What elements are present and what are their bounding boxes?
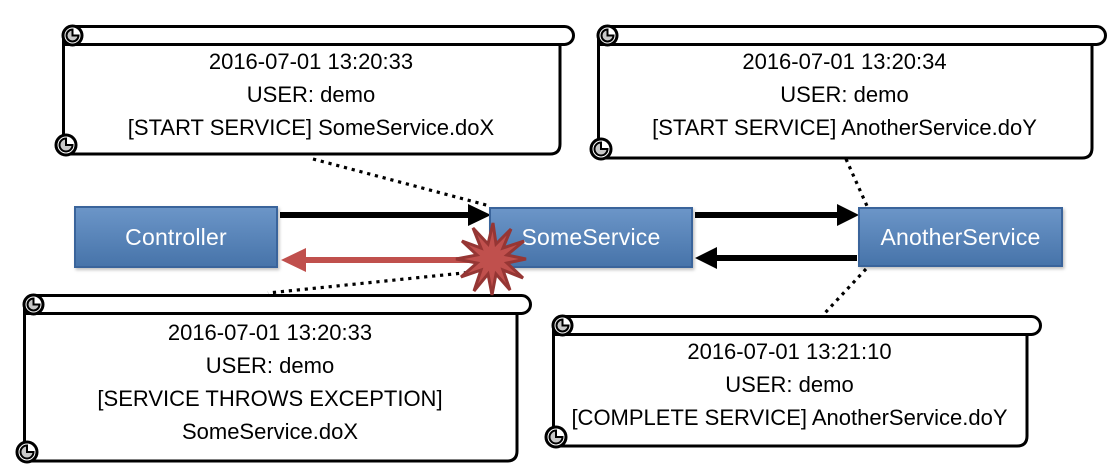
note-line: USER: demo	[246, 82, 376, 107]
arrowhead-anotherservice-return	[695, 247, 717, 269]
log-note-start-anotherservice: 2016-07-01 13:20:34 USER: demo [START SE…	[589, 24, 1108, 161]
dotted-connector-start-anotherservice	[844, 158, 869, 207]
note-line: [COMPLETE SERVICE] AnotherService.doY	[571, 405, 1008, 430]
log-note-complete-anotherservice: 2016-07-01 13:21:10 USER: demo [COMPLETE…	[544, 314, 1043, 449]
note-line: SomeService.doX	[181, 419, 359, 444]
note-line: 2016-07-01 13:20:33	[208, 49, 414, 74]
log-note-start-someservice: 2016-07-01 13:20:33 USER: demo [START SE…	[54, 24, 576, 157]
box-someservice-label: SomeService	[521, 224, 661, 250]
dotted-connector-start-someservice	[312, 157, 491, 208]
box-anotherservice: AnotherService	[858, 207, 1063, 267]
scroll-note-background	[544, 314, 1042, 449]
note-line: [START SERVICE] AnotherService.doY	[652, 115, 1037, 140]
note-line: 2016-07-01 13:20:33	[167, 320, 373, 345]
box-anotherservice-label: AnotherService	[880, 223, 1041, 250]
scroll-note-background	[589, 24, 1107, 161]
note-line: USER: demo	[725, 372, 854, 397]
note-line: [START SERVICE] SomeService.doX	[127, 115, 495, 140]
box-controller: Controller	[74, 206, 278, 268]
note-line: USER: demo	[205, 353, 335, 378]
box-someservice: SomeService	[489, 207, 693, 268]
note-line: [SERVICE THROWS EXCEPTION]	[97, 386, 443, 411]
scroll-note-background	[54, 24, 575, 157]
dotted-connector-exception	[267, 269, 484, 295]
exception-return-arrowhead	[281, 248, 306, 272]
note-line: USER: demo	[780, 82, 909, 107]
arrowhead-controller-to-someservice	[468, 204, 491, 226]
scroll-note-background	[15, 293, 532, 464]
log-note-exception-someservice: 2016-07-01 13:20:33 USER: demo [SERVICE …	[15, 293, 533, 464]
arrowhead-someservice-to-anotherservice	[837, 204, 859, 226]
box-controller-label: Controller	[125, 223, 227, 250]
note-line: 2016-07-01 13:21:10	[687, 339, 892, 364]
dotted-connector-complete-anotherservice	[822, 267, 868, 316]
note-line: 2016-07-01 13:20:34	[742, 49, 947, 74]
